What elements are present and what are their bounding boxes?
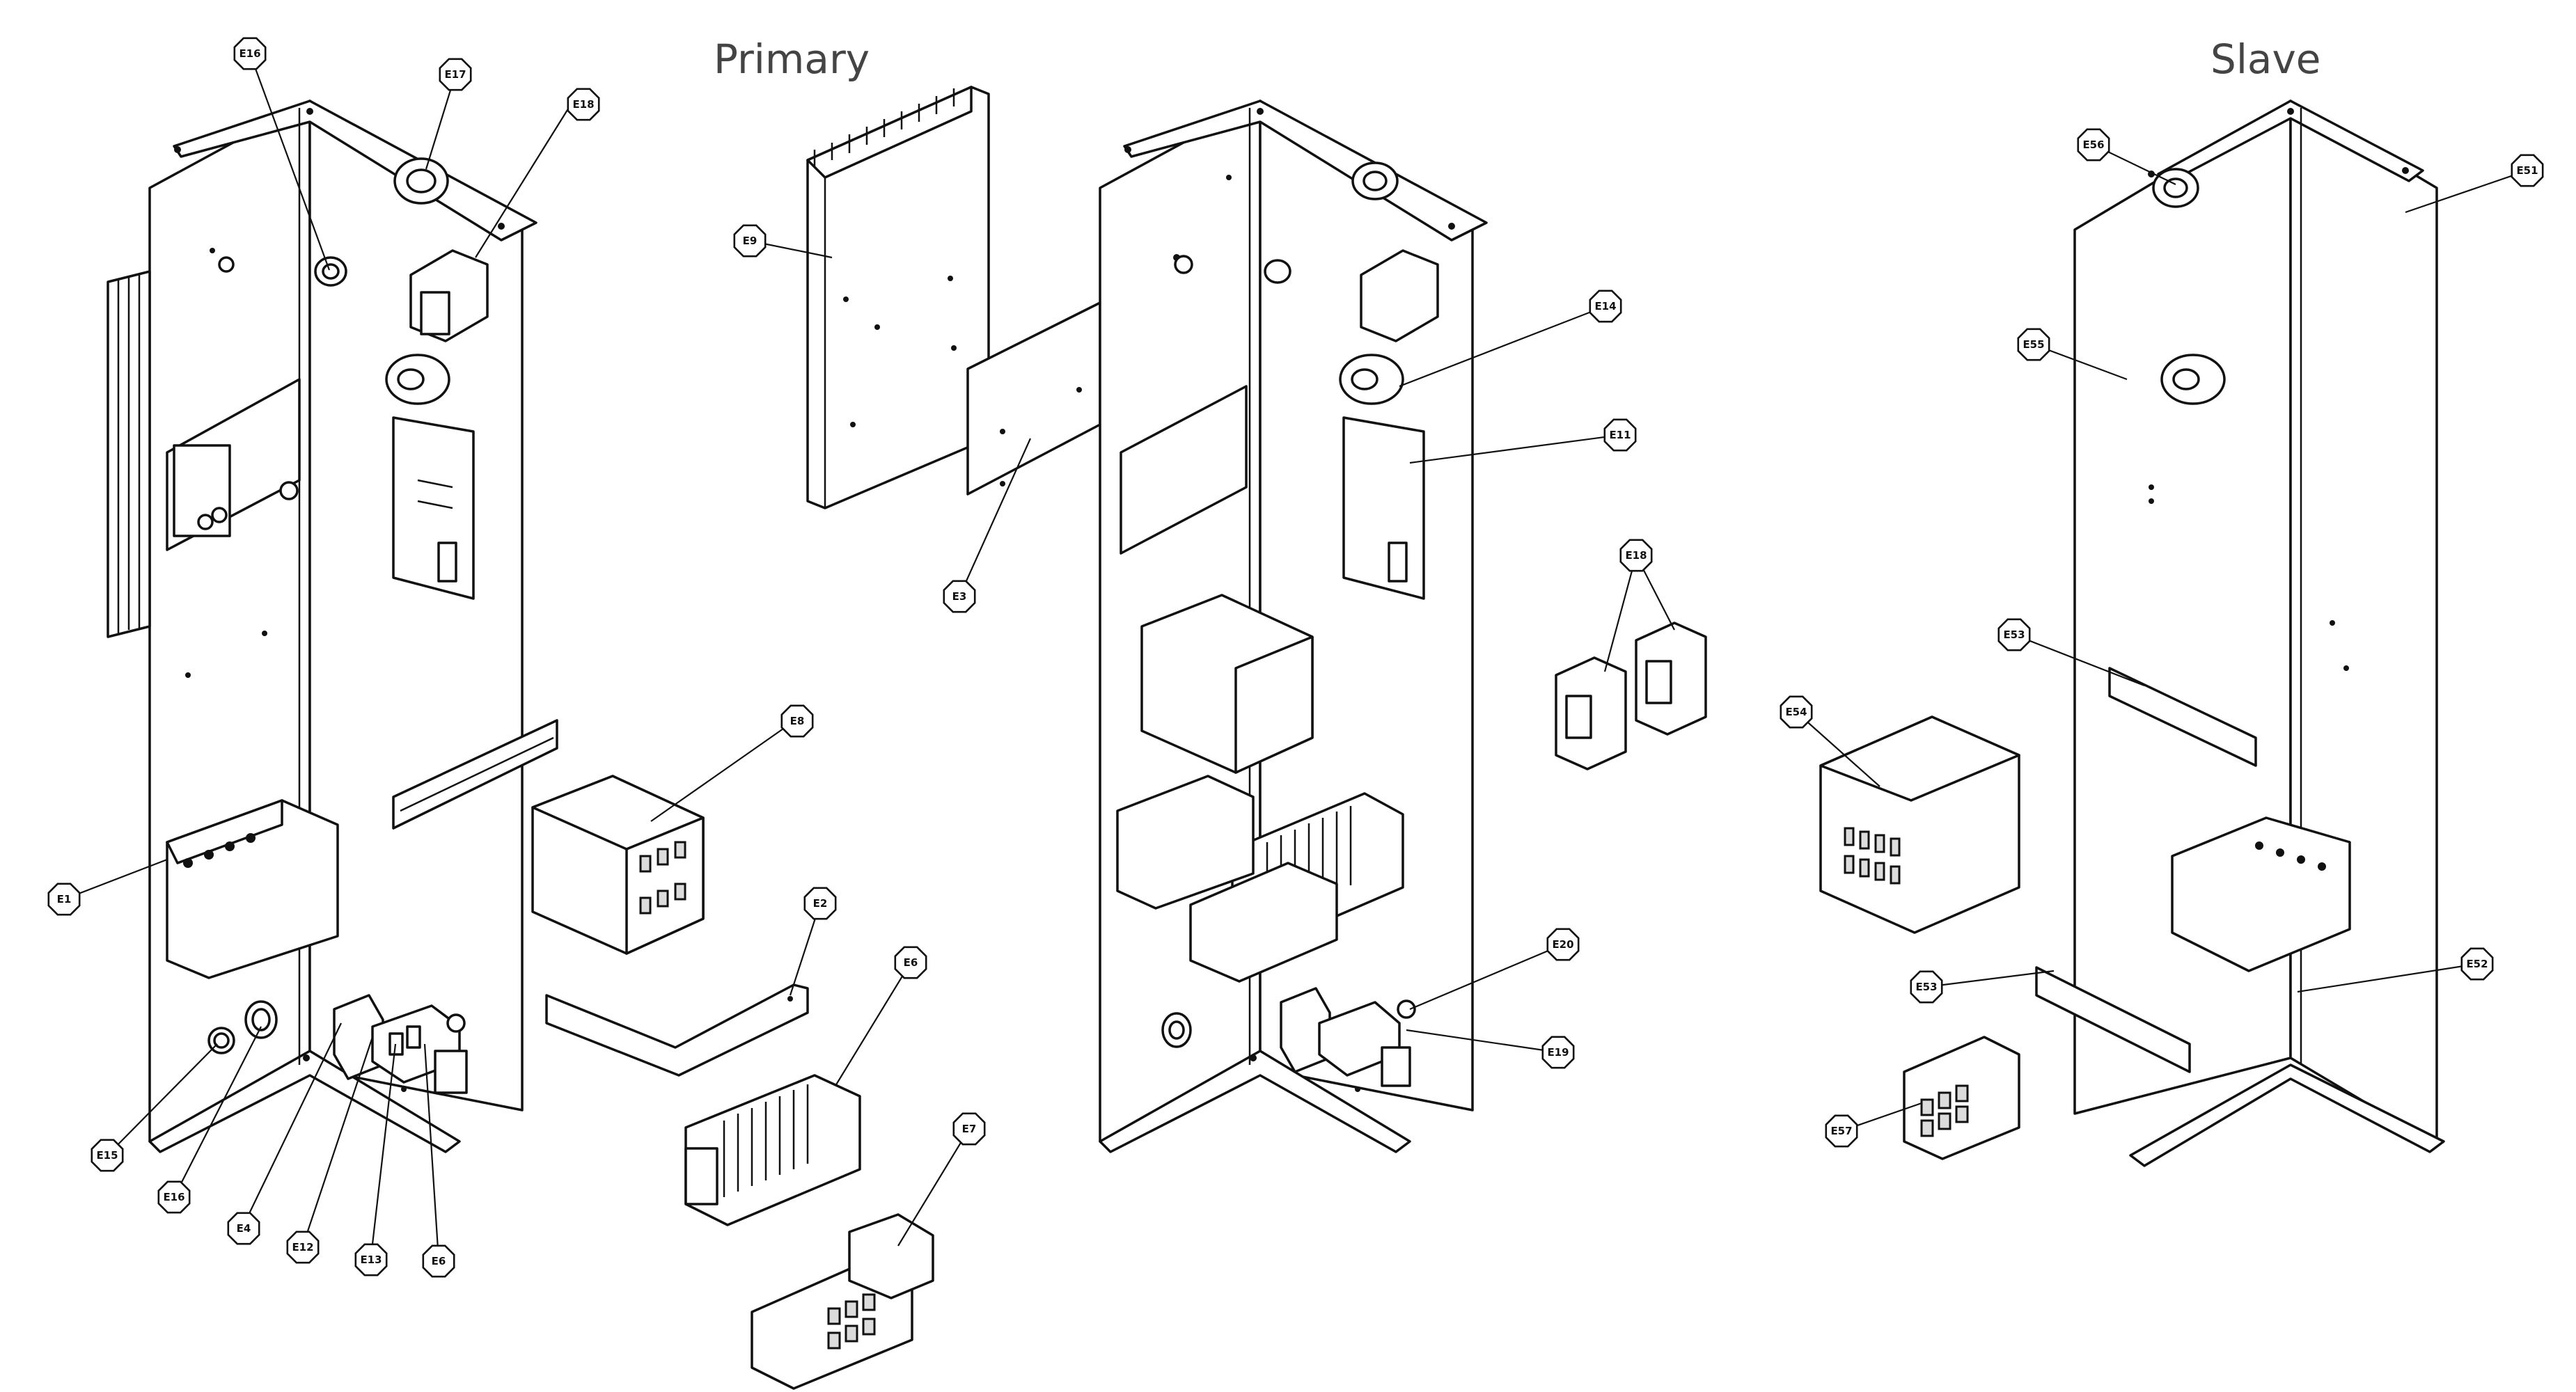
callout-e18: E18 <box>567 88 600 121</box>
callout-label: E2 <box>813 897 828 910</box>
callout-label: E7 <box>962 1123 977 1135</box>
callout-octagon <box>894 946 927 979</box>
primary-panel-assembly <box>107 100 558 1153</box>
callout-octagon <box>943 580 976 613</box>
callout-e14: E14 <box>1589 290 1622 323</box>
callout-e51: E51 <box>2511 154 2544 187</box>
callout-e56: E56 <box>2077 128 2110 161</box>
callout-octagon <box>91 1139 124 1172</box>
callout-octagon <box>1589 290 1622 323</box>
callout-octagon <box>780 704 814 738</box>
callout-e2: E2 <box>803 887 837 920</box>
callout-label: E56 <box>2082 139 2104 151</box>
callout-octagon <box>422 1244 455 1278</box>
callout-octagon <box>47 883 81 916</box>
callout-label: E20 <box>1552 938 1573 951</box>
callout-e20: E20 <box>1546 928 1580 961</box>
callout-e53: E53 <box>1997 618 2031 651</box>
slave-panel-assembly <box>2073 100 2445 1167</box>
callout-label: E6 <box>432 1255 446 1267</box>
callout-e6: E6 <box>422 1244 455 1278</box>
callout-octagon <box>227 1212 260 1245</box>
slave-title: Slave <box>2210 35 2320 83</box>
callout-e6: E6 <box>894 946 927 979</box>
callout-e1: E1 <box>47 883 81 916</box>
callout-octagon <box>1619 539 1653 572</box>
callout-label: E14 <box>1594 300 1616 313</box>
callout-label: E13 <box>360 1253 382 1266</box>
callout-e4: E4 <box>227 1212 260 1245</box>
callout-label: E51 <box>2516 164 2538 177</box>
callout-label: E4 <box>237 1222 251 1235</box>
callout-octagon <box>1541 1036 1575 1069</box>
callout-e54: E54 <box>1780 695 1813 729</box>
callout-e17: E17 <box>439 58 472 91</box>
callout-label: E12 <box>292 1241 313 1253</box>
callout-label: E19 <box>1547 1046 1569 1059</box>
callout-e15: E15 <box>91 1139 124 1172</box>
callout-octagon <box>354 1243 388 1276</box>
callout-e7: E7 <box>952 1112 986 1146</box>
callout-label: E18 <box>572 98 594 111</box>
callout-label: E18 <box>1625 549 1647 562</box>
callout-e16: E16 <box>233 37 267 70</box>
callout-e53: E53 <box>1910 970 1943 1004</box>
callout-label: E9 <box>743 235 757 247</box>
callout-label: E1 <box>57 893 72 905</box>
callout-octagon <box>1910 970 1943 1004</box>
center-panel-assembly <box>1099 100 1488 1153</box>
exploded-parts-primary <box>531 86 1101 1390</box>
callout-octagon <box>2511 154 2544 187</box>
callout-octagon <box>952 1112 986 1146</box>
callout-octagon <box>439 58 472 91</box>
callout-octagon <box>157 1180 191 1214</box>
exploded-parts-slave <box>1819 715 2191 1160</box>
primary-title: Primary <box>714 35 870 83</box>
callout-e11: E11 <box>1603 418 1637 452</box>
callout-e19: E19 <box>1541 1036 1575 1069</box>
callout-octagon <box>803 887 837 920</box>
callout-label: E6 <box>904 956 918 969</box>
callout-e16: E16 <box>157 1180 191 1214</box>
callout-e13: E13 <box>354 1243 388 1276</box>
callout-label: E52 <box>2466 958 2488 970</box>
callout-octagon <box>1546 928 1580 961</box>
callout-e12: E12 <box>286 1231 320 1264</box>
callout-octagon <box>2460 947 2494 981</box>
callout-label: E53 <box>1915 981 1937 993</box>
callout-octagon <box>2017 328 2050 361</box>
callout-octagon <box>1780 695 1813 729</box>
callout-label: E53 <box>2003 628 2025 641</box>
callout-label: E15 <box>96 1149 118 1162</box>
callout-label: E16 <box>239 47 260 60</box>
relays-exploded <box>1555 622 1707 770</box>
callout-label: E8 <box>790 715 805 727</box>
callout-octagon <box>1603 418 1637 452</box>
callout-e52: E52 <box>2460 947 2494 981</box>
callout-label: E3 <box>952 590 967 603</box>
callout-octagon <box>567 88 600 121</box>
callout-octagon <box>2077 128 2110 161</box>
callout-label: E17 <box>444 68 466 81</box>
callout-e3: E3 <box>943 580 976 613</box>
callout-e57: E57 <box>1825 1114 1858 1148</box>
callout-octagon <box>733 224 767 258</box>
callout-label: E57 <box>1830 1125 1852 1137</box>
callout-octagon <box>233 37 267 70</box>
callout-e8: E8 <box>780 704 814 738</box>
callout-label: E54 <box>1785 706 1807 718</box>
callout-e9: E9 <box>733 224 767 258</box>
callout-label: E55 <box>2023 338 2044 351</box>
callout-e55: E55 <box>2017 328 2050 361</box>
callout-label: E16 <box>163 1191 184 1203</box>
callout-octagon <box>1825 1114 1858 1148</box>
callout-octagon <box>286 1231 320 1264</box>
callout-octagon <box>1997 618 2031 651</box>
callout-e18: E18 <box>1619 539 1653 572</box>
callout-label: E11 <box>1609 429 1631 441</box>
